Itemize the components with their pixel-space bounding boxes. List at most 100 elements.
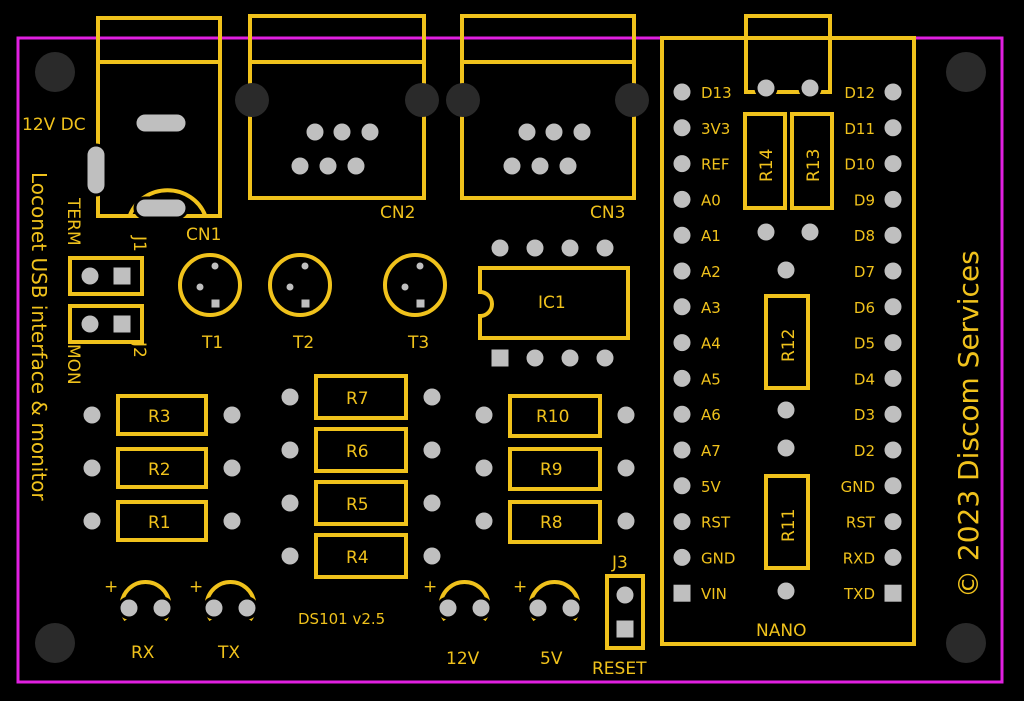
resistor-label: R4 bbox=[346, 548, 369, 568]
nano-pin-pad bbox=[670, 366, 694, 390]
nano-pin-label: D7 bbox=[854, 263, 875, 281]
leds bbox=[117, 580, 583, 622]
rj-connector-cn2 bbox=[235, 14, 439, 200]
nano-pin-pad bbox=[881, 80, 905, 104]
mounting-holes bbox=[35, 52, 986, 663]
j1-label: J1 bbox=[129, 235, 149, 252]
nano-pin-label: D10 bbox=[844, 156, 875, 174]
transistor-t1 bbox=[178, 253, 242, 317]
t1-label: T1 bbox=[201, 333, 223, 353]
led-plus: + bbox=[423, 577, 437, 597]
reset-label: RESET bbox=[592, 659, 647, 679]
rj-connector-cn3 bbox=[446, 14, 649, 200]
nano-label: NANO bbox=[756, 621, 806, 641]
nano-pin-pad bbox=[881, 223, 905, 247]
copyright-label: © 2023 Discom Services bbox=[952, 250, 985, 598]
board-outline bbox=[16, 36, 1004, 684]
nano-pin-pad bbox=[670, 295, 694, 319]
transistor-t3 bbox=[383, 253, 447, 317]
t2-label: T2 bbox=[292, 333, 314, 353]
resistor-label: R10 bbox=[536, 407, 569, 427]
version-label: DS101 v2.5 bbox=[298, 610, 385, 628]
ic1-chip bbox=[478, 236, 630, 370]
arduino-nano-module bbox=[660, 14, 916, 646]
nano-pin-label: RST bbox=[846, 514, 876, 532]
resistor-label: R14 bbox=[757, 149, 777, 182]
nano-pin-pad bbox=[670, 438, 694, 462]
nano-pin-label: RST bbox=[701, 514, 731, 532]
resistor-label: R12 bbox=[779, 329, 799, 362]
led-plus: + bbox=[189, 577, 203, 597]
j2-label: J2 bbox=[129, 341, 149, 358]
nano-pin-label: 3V3 bbox=[701, 120, 730, 138]
term-label: TERM bbox=[63, 197, 83, 246]
nano-pin-pad bbox=[881, 581, 905, 605]
nano-pin-label: D12 bbox=[844, 84, 875, 102]
nano-pin-label: 5V bbox=[701, 478, 722, 496]
jumper-j3 bbox=[605, 574, 645, 650]
cn3-label: CN3 bbox=[590, 203, 625, 223]
resistor-label: R13 bbox=[804, 149, 824, 182]
jumper-j2 bbox=[68, 304, 144, 344]
nano-pin-pad bbox=[881, 152, 905, 176]
nano-pin-label: D5 bbox=[854, 335, 875, 353]
nano-pin-pad bbox=[670, 223, 694, 247]
board-title: Loconet USB interface & monitor bbox=[27, 172, 51, 501]
nano-pin-pad bbox=[881, 187, 905, 211]
nano-pin-pad bbox=[670, 152, 694, 176]
nano-pin-pad bbox=[670, 116, 694, 140]
nano-pin-label: D2 bbox=[854, 442, 875, 460]
nano-pin-pad bbox=[670, 581, 694, 605]
nano-pin-pad bbox=[670, 187, 694, 211]
nano-pin-label: D6 bbox=[854, 299, 875, 317]
nano-pin-label: A6 bbox=[701, 406, 721, 424]
nano-pin-pad bbox=[881, 331, 905, 355]
nano-pin-pad bbox=[881, 116, 905, 140]
nano-pin-label: A5 bbox=[701, 370, 721, 388]
nano-pin-label: A4 bbox=[701, 335, 721, 353]
nano-pin-label: A7 bbox=[701, 442, 721, 460]
dc-label: 12V DC bbox=[22, 115, 86, 135]
nano-pin-label: VIN bbox=[701, 585, 727, 603]
nano-pin-label: D13 bbox=[701, 84, 732, 102]
resistors-horizontal bbox=[80, 374, 638, 579]
nano-pin-label: A1 bbox=[701, 227, 721, 245]
nano-pin-pad bbox=[881, 366, 905, 390]
cn2-label: CN2 bbox=[380, 203, 415, 223]
led-rx-label: RX bbox=[131, 643, 155, 663]
nano-pin-label: D4 bbox=[854, 370, 875, 388]
nano-pin-label: D11 bbox=[844, 120, 875, 138]
nano-pin-label: REF bbox=[701, 156, 730, 174]
mon-label: MON bbox=[63, 344, 83, 385]
cn1-label: CN1 bbox=[186, 225, 221, 245]
resistor-label: R7 bbox=[346, 389, 369, 409]
resistor-label: R11 bbox=[779, 509, 799, 542]
nano-pin-label: A0 bbox=[701, 191, 721, 209]
nano-pin-label: D9 bbox=[854, 191, 875, 209]
led-plus: + bbox=[513, 577, 527, 597]
nano-pin-pad bbox=[881, 259, 905, 283]
resistor-label: R6 bbox=[346, 442, 369, 462]
nano-pin-pad bbox=[670, 80, 694, 104]
nano-pin-pad bbox=[670, 474, 694, 498]
nano-pin-pad bbox=[881, 474, 905, 498]
t3-label: T3 bbox=[407, 333, 429, 353]
nano-pin-pad bbox=[670, 402, 694, 426]
resistor-label: R3 bbox=[148, 407, 171, 427]
resistor-label: R5 bbox=[346, 495, 369, 515]
nano-pin-label: A2 bbox=[701, 263, 721, 281]
j3-label: J3 bbox=[611, 553, 628, 573]
led-plus: + bbox=[104, 577, 118, 597]
nano-pin-pad bbox=[670, 331, 694, 355]
nano-pin-pad bbox=[670, 510, 694, 534]
led-5v-label: 5V bbox=[540, 649, 563, 669]
nano-pin-pad bbox=[670, 545, 694, 569]
nano-pin-pad bbox=[670, 259, 694, 283]
ic1-label: IC1 bbox=[538, 293, 566, 313]
nano-pin-label: D3 bbox=[854, 406, 875, 424]
nano-pin-label: D8 bbox=[854, 227, 875, 245]
nano-pin-pad bbox=[881, 438, 905, 462]
nano-pin-label: RXD bbox=[843, 549, 875, 567]
nano-pin-pad bbox=[881, 295, 905, 319]
